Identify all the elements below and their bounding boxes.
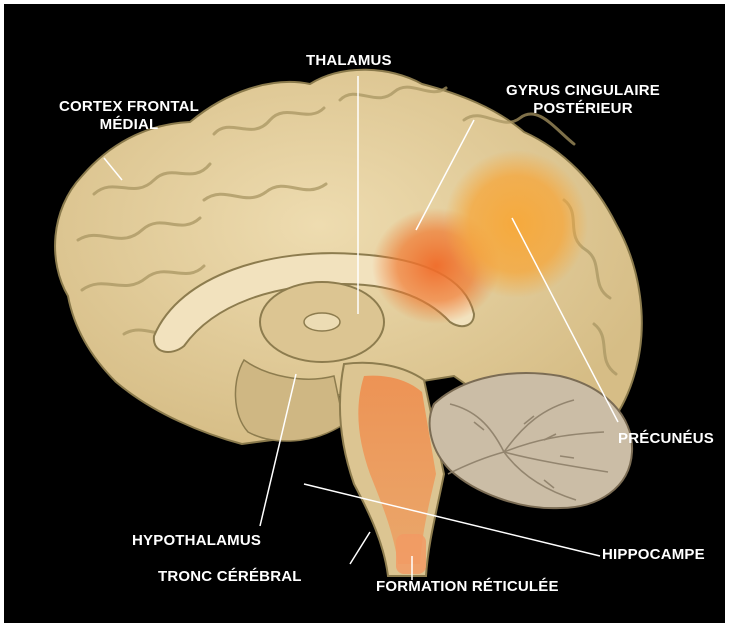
label-cortex-line-1: CORTEX FRONTAL — [38, 98, 220, 116]
label-cortex-line-2: MÉDIAL — [38, 116, 220, 134]
label-precuneus: PRÉCUNÉUS — [618, 430, 714, 448]
label-gyrus-line-2: POSTÉRIEUR — [492, 100, 674, 118]
precuneus-highlight — [444, 150, 588, 298]
label-hippocampe: HIPPOCAMPE — [602, 546, 705, 564]
label-gyrus-cingulaire-posterieur: GYRUS CINGULAIRE POSTÉRIEUR — [492, 82, 674, 118]
label-cortex-frontal-medial: CORTEX FRONTAL MÉDIAL — [38, 98, 220, 134]
label-hypothalamus: HYPOTHALAMUS — [132, 532, 261, 550]
label-tronc-cerebral: TRONC CÉRÉBRAL — [158, 568, 302, 586]
label-thalamus: THALAMUS — [306, 52, 392, 70]
reticular-formation-highlight — [396, 534, 426, 574]
label-gyrus-line-1: GYRUS CINGULAIRE — [492, 82, 674, 100]
label-formation-reticulee: FORMATION RÉTICULÉE — [376, 578, 559, 596]
brain-diagram: THALAMUS CORTEX FRONTAL MÉDIAL GYRUS CIN… — [4, 4, 725, 623]
cerebellum-shape — [430, 373, 632, 508]
